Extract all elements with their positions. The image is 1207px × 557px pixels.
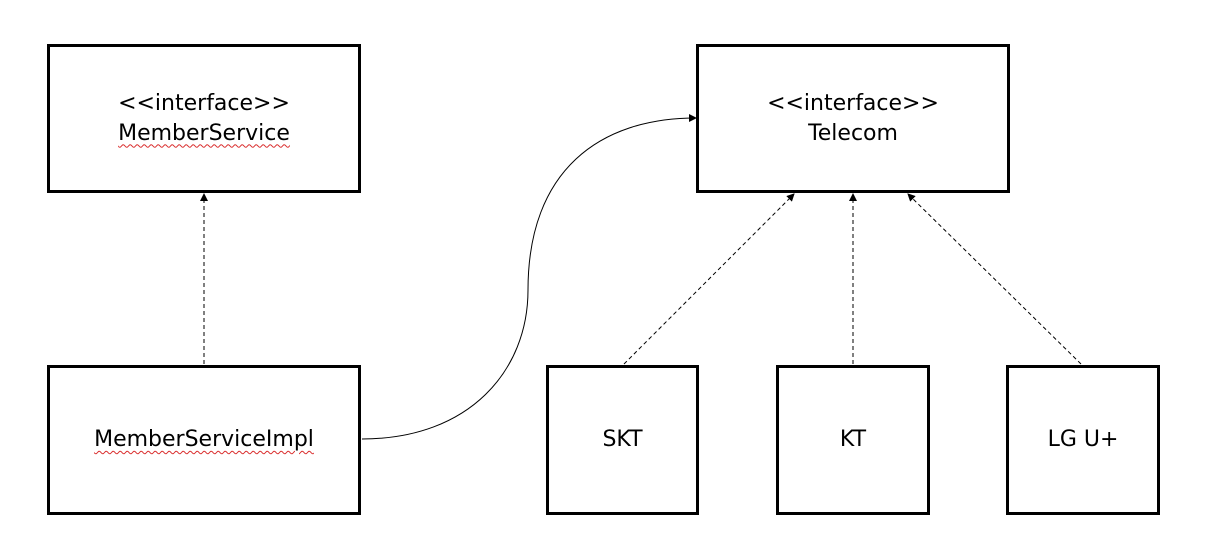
memberserviceimpl-class-box: MemberServiceImpl [47,365,361,515]
kt-name: KT [839,427,867,452]
lg-class-box: LG U+ [1006,365,1160,515]
telecom-name: Telecom [808,120,898,146]
edge-impl-to-telecom [361,114,697,440]
lg-name: LG U+ [1047,427,1119,452]
telecom-stereotype: <<interface>> [767,90,939,116]
memberservice-name: MemberService [118,120,290,146]
memberservice-interface-box: <<interface>> MemberService [47,44,361,193]
edge-lg-to-telecom [907,193,1082,365]
memberserviceimpl-name: MemberServiceImpl [94,427,314,452]
skt-class-box: SKT [546,365,699,515]
memberservice-stereotype: <<interface>> [118,90,290,116]
edge-skt-to-telecom [623,193,795,365]
skt-name: SKT [602,427,643,452]
telecom-interface-box: <<interface>> Telecom [696,44,1010,193]
kt-class-box: KT [776,365,930,515]
